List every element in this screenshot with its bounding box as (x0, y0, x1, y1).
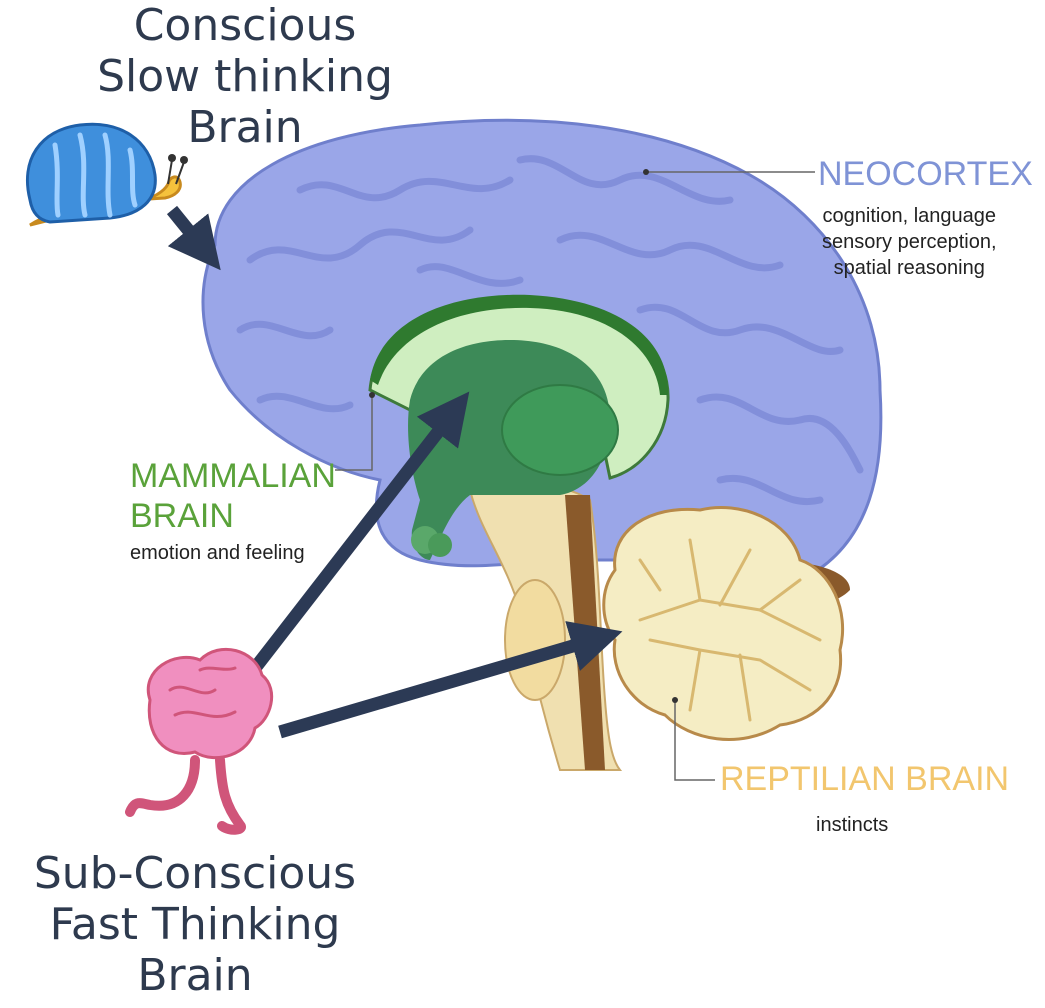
slow-brain-title-line-2: Slow thinking (80, 51, 410, 102)
neocortex-description-line-3: spatial reasoning (822, 255, 997, 281)
mammalian-label-line-1: MAMMALIAN (130, 456, 336, 496)
neocortex-label: NEOCORTEX (818, 157, 1033, 191)
mammalian-description: emotion and feeling (130, 540, 305, 566)
slow-brain-title: Conscious Slow thinking Brain (80, 0, 410, 153)
fast-brain-title: Sub-Conscious Fast Thinking Brain (20, 848, 370, 1001)
reptilian-description: instincts (816, 812, 888, 838)
slow-brain-title-line-3: Brain (80, 102, 410, 153)
slow-brain-arrow (172, 210, 206, 252)
slow-brain-title-line-1: Conscious (80, 0, 410, 51)
fast-brain-title-line-3: Brain (20, 950, 370, 1001)
neocortex-description: cognition, language sensory perception, … (822, 203, 997, 281)
neocortex-pointer-dot (643, 169, 649, 175)
reptilian-label: REPTILIAN BRAIN (720, 762, 1009, 796)
neocortex-description-line-1: cognition, language (822, 203, 997, 229)
mammalian-label-line-2: BRAIN (130, 496, 336, 536)
mammalian-pointer-dot (369, 392, 375, 398)
fast-brain-title-line-2: Fast Thinking (20, 899, 370, 950)
fast-brain-title-line-1: Sub-Conscious (20, 848, 370, 899)
mammalian-label: MAMMALIAN BRAIN (130, 456, 336, 536)
neocortex-description-line-2: sensory perception, (822, 229, 997, 255)
running-brain-icon (130, 649, 272, 829)
reptilian-pointer-dot (672, 697, 678, 703)
